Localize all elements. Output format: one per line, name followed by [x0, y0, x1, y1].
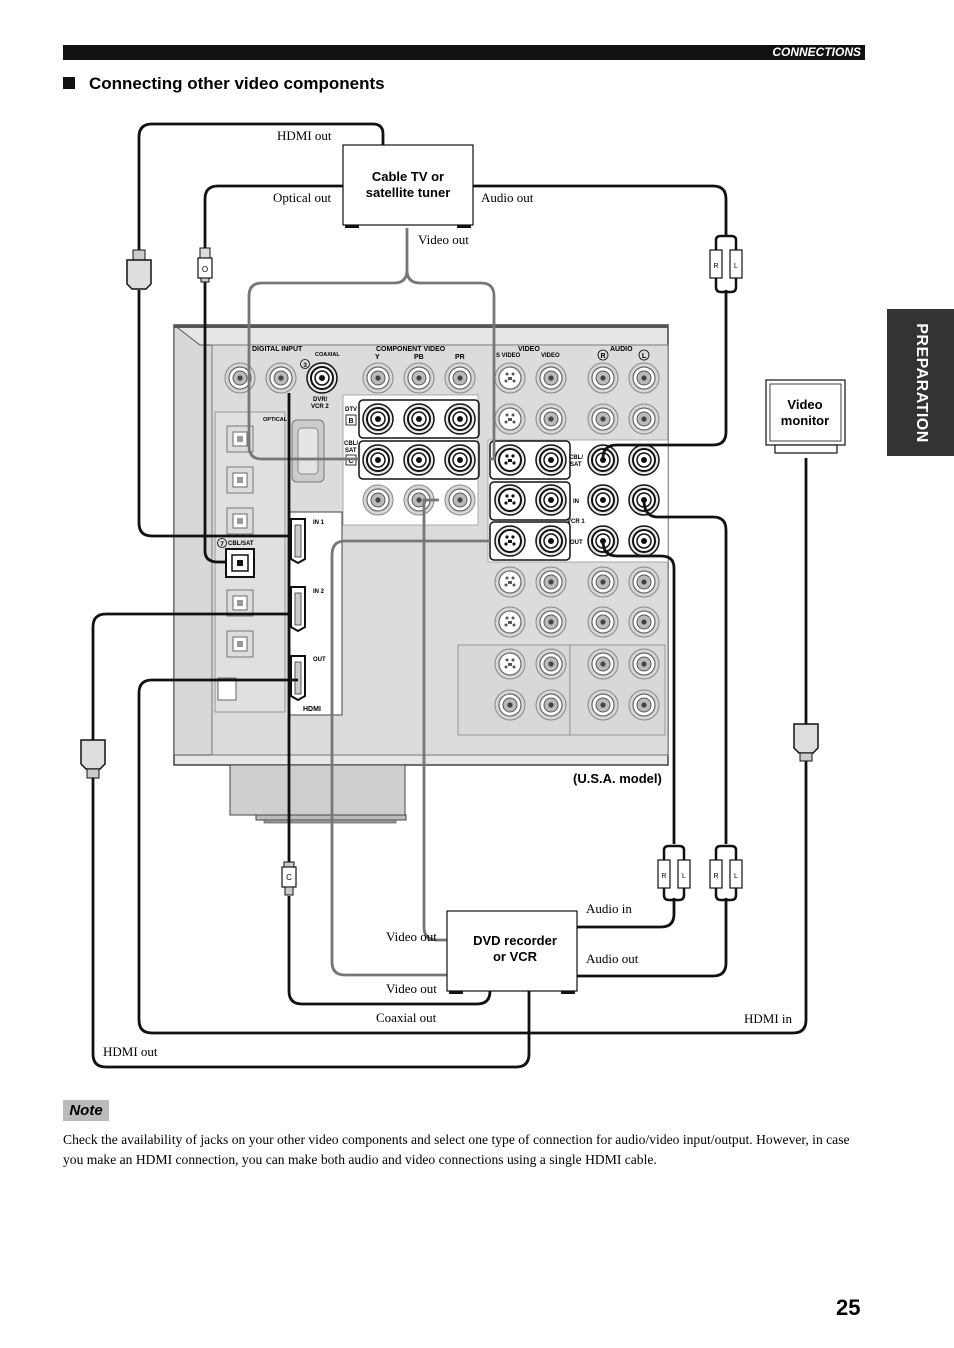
plug-r: R: [661, 873, 666, 880]
panel-cbl-sat-2: SAT: [345, 448, 357, 454]
panel-out-a: OUT: [570, 540, 583, 546]
panel-y: Y: [375, 354, 380, 361]
panel-b: B: [348, 418, 353, 425]
hdmi-plug-icon: [793, 723, 819, 762]
panel-cbl-sat-audio-2: SAT: [570, 462, 582, 468]
side-tab: PREPARATION: [887, 309, 954, 456]
dvd-label-2: or VCR: [493, 949, 538, 964]
note-text: Check the availability of jacks on your …: [63, 1132, 850, 1167]
page-number: 25: [836, 1295, 861, 1320]
panel-pb: PB: [414, 354, 424, 361]
panel-r: R: [600, 353, 605, 360]
panel-l: L: [642, 353, 647, 360]
plug-l: L: [734, 873, 738, 880]
dvd-label-1: DVD recorder: [473, 933, 557, 948]
panel-video: VIDEO: [518, 346, 540, 353]
cable-plugs: O C R L R L: [80, 234, 819, 902]
panel-cbl-sat-audio-1: CBL/: [569, 455, 583, 461]
panel-in2: IN 2: [313, 589, 325, 595]
label-tuner-video-out: Video out: [418, 232, 469, 247]
plug-c: C: [286, 873, 292, 882]
hdmi-plug-icon: [126, 249, 152, 290]
panel-s-video: S VIDEO: [496, 353, 521, 359]
cable-tuner-label-1: Cable TV or: [372, 169, 444, 184]
label-tuner-hdmi-out: HDMI out: [277, 128, 332, 143]
rca-plug-pair-icon: R L: [657, 844, 691, 902]
panel-dvr-vcr2-2: VCR 2: [311, 404, 329, 410]
label-dvd-video-out-2: Video out: [386, 981, 437, 996]
hdmi-jacks: [290, 518, 306, 701]
square-bullet-icon: [63, 77, 75, 89]
label-tuner-audio-out: Audio out: [481, 190, 534, 205]
plug-o: O: [202, 265, 208, 274]
coaxial-jacks: [224, 362, 338, 394]
header-section-label: CONNECTIONS: [772, 45, 861, 59]
model-label: (U.S.A. model): [573, 771, 662, 786]
video-monitor-box: Video monitor: [765, 379, 846, 454]
panel-pr: PR: [455, 354, 465, 361]
rca-plug-pair-icon: R L: [709, 234, 743, 294]
section-title-text: Connecting other video components: [89, 74, 385, 93]
note-badge: Note: [63, 1100, 109, 1121]
coaxial-plug-icon: C: [281, 861, 297, 896]
plug-l: L: [682, 873, 686, 880]
hdmi-plug-icon: [80, 739, 106, 779]
panel-num7: 7: [220, 541, 224, 548]
video-monitor-label-1: Video: [787, 397, 822, 412]
panel-num3: 3: [303, 362, 307, 369]
panel-cbl-sat-1: CBL/: [344, 441, 358, 447]
label-monitor-hdmi-in: HDMI in: [744, 1011, 793, 1026]
signal-cables: [91, 122, 808, 1069]
panel-video-sub: VIDEO: [541, 353, 560, 359]
cable-tuner-label-2: satellite tuner: [366, 185, 451, 200]
plug-r: R: [713, 873, 718, 880]
panel-cbl-sat-opt: CBL/SAT: [228, 541, 254, 547]
panel-optical: OPTICAL: [263, 417, 288, 423]
panel-dtv: DTV: [345, 407, 357, 413]
label-dvd-hdmi-out: HDMI out: [103, 1044, 158, 1059]
label-dvd-coaxial-out: Coaxial out: [376, 1010, 437, 1025]
section-title: Connecting other video components: [63, 74, 385, 94]
panel-dvr-vcr2-1: DVR/: [313, 397, 328, 403]
panel-vcr1: VCR 1: [567, 519, 585, 525]
panel-in1: IN 1: [313, 520, 325, 526]
dvd-recorder-box: DVD recorder or VCR: [446, 910, 578, 994]
panel-c: C: [348, 458, 353, 465]
video-cables: [247, 228, 496, 977]
panel-hdmi: HDMI: [303, 706, 321, 713]
panel-digital-input: DIGITAL INPUT: [252, 346, 303, 353]
plug-r: R: [713, 263, 718, 270]
video-monitor-label-2: monitor: [781, 413, 829, 428]
label-dvd-audio-out: Audio out: [586, 951, 639, 966]
optical-jacks: [225, 425, 255, 658]
rca-plug-pair-icon: R L: [709, 844, 743, 902]
panel-in-a: IN: [573, 499, 579, 505]
panel-coaxial: COAXIAL: [315, 352, 340, 358]
label-tuner-optical-out: Optical out: [273, 190, 332, 205]
label-dvd-video-out-1: Video out: [386, 929, 437, 944]
panel-out: OUT: [313, 657, 326, 663]
panel-audio: AUDIO: [610, 346, 633, 353]
cable-tv-tuner-box: Cable TV or satellite tuner: [342, 144, 474, 228]
panel-component-video: COMPONENT VIDEO: [376, 346, 446, 353]
plug-l: L: [734, 263, 738, 270]
label-dvd-audio-in: Audio in: [586, 901, 632, 916]
optical-plug-icon: O: [197, 247, 213, 283]
header-bar: CONNECTIONS: [63, 45, 865, 60]
